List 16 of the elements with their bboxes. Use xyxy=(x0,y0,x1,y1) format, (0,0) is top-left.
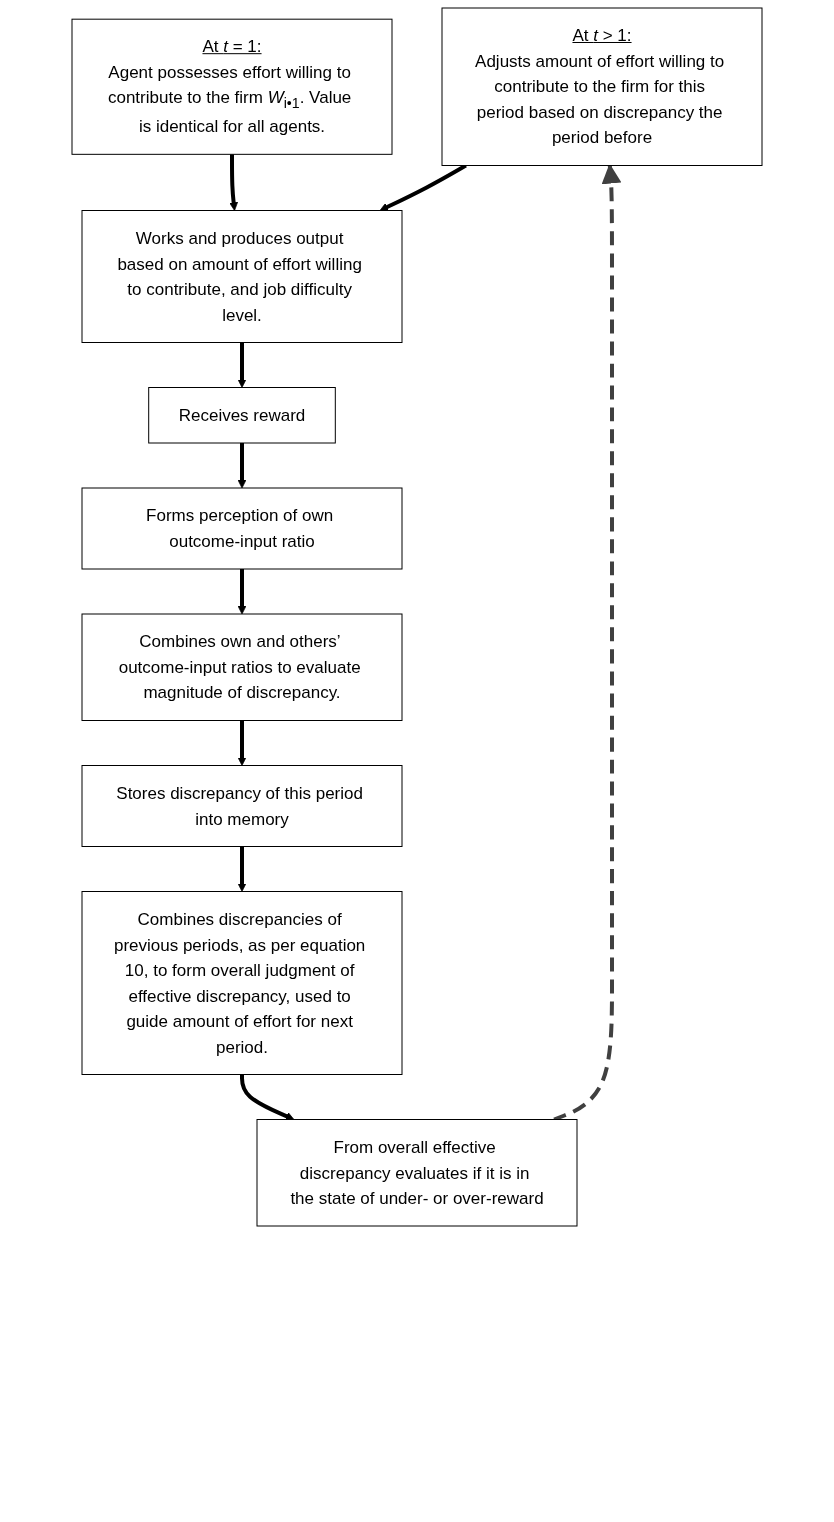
node-box: Combines discrepancies of previous periods, as per equation 10, to form overall judgment of effective discrepancy, used to guide amount of effort for next period. xyxy=(81,891,403,1075)
node-box: At t > 1: Adjusts amount of effort willing to contribute to the firm for this period based on discrepancy the period before xyxy=(441,7,763,166)
arrow xyxy=(237,846,247,892)
node-box: Forms perception of own outcome-input ratio xyxy=(81,487,403,570)
node-box: Works and produces output based on amount of effort willing to contribute, and job difficulty level. xyxy=(81,210,403,343)
arrow xyxy=(237,720,247,766)
arrow xyxy=(237,569,247,615)
node-box: Stores discrepancy of this period into memory xyxy=(81,765,403,847)
arrow xyxy=(237,342,247,388)
arrow xyxy=(229,154,238,211)
node-box: At t = 1: Agent possesses effort willing to contribute to the firm W$_{i•1}$. Value is identical for all agents. xyxy=(71,18,393,155)
node-box: Combines own and others’ outcome-input ratios to evaluate magnitude of discrepancy. xyxy=(81,613,403,721)
node-box: Receives reward xyxy=(148,387,336,444)
arrow xyxy=(237,443,247,489)
arrow xyxy=(240,1074,295,1121)
node-box: From overall effective discrepancy evaluates if it is in the state of under- or over-reward xyxy=(256,1119,578,1227)
